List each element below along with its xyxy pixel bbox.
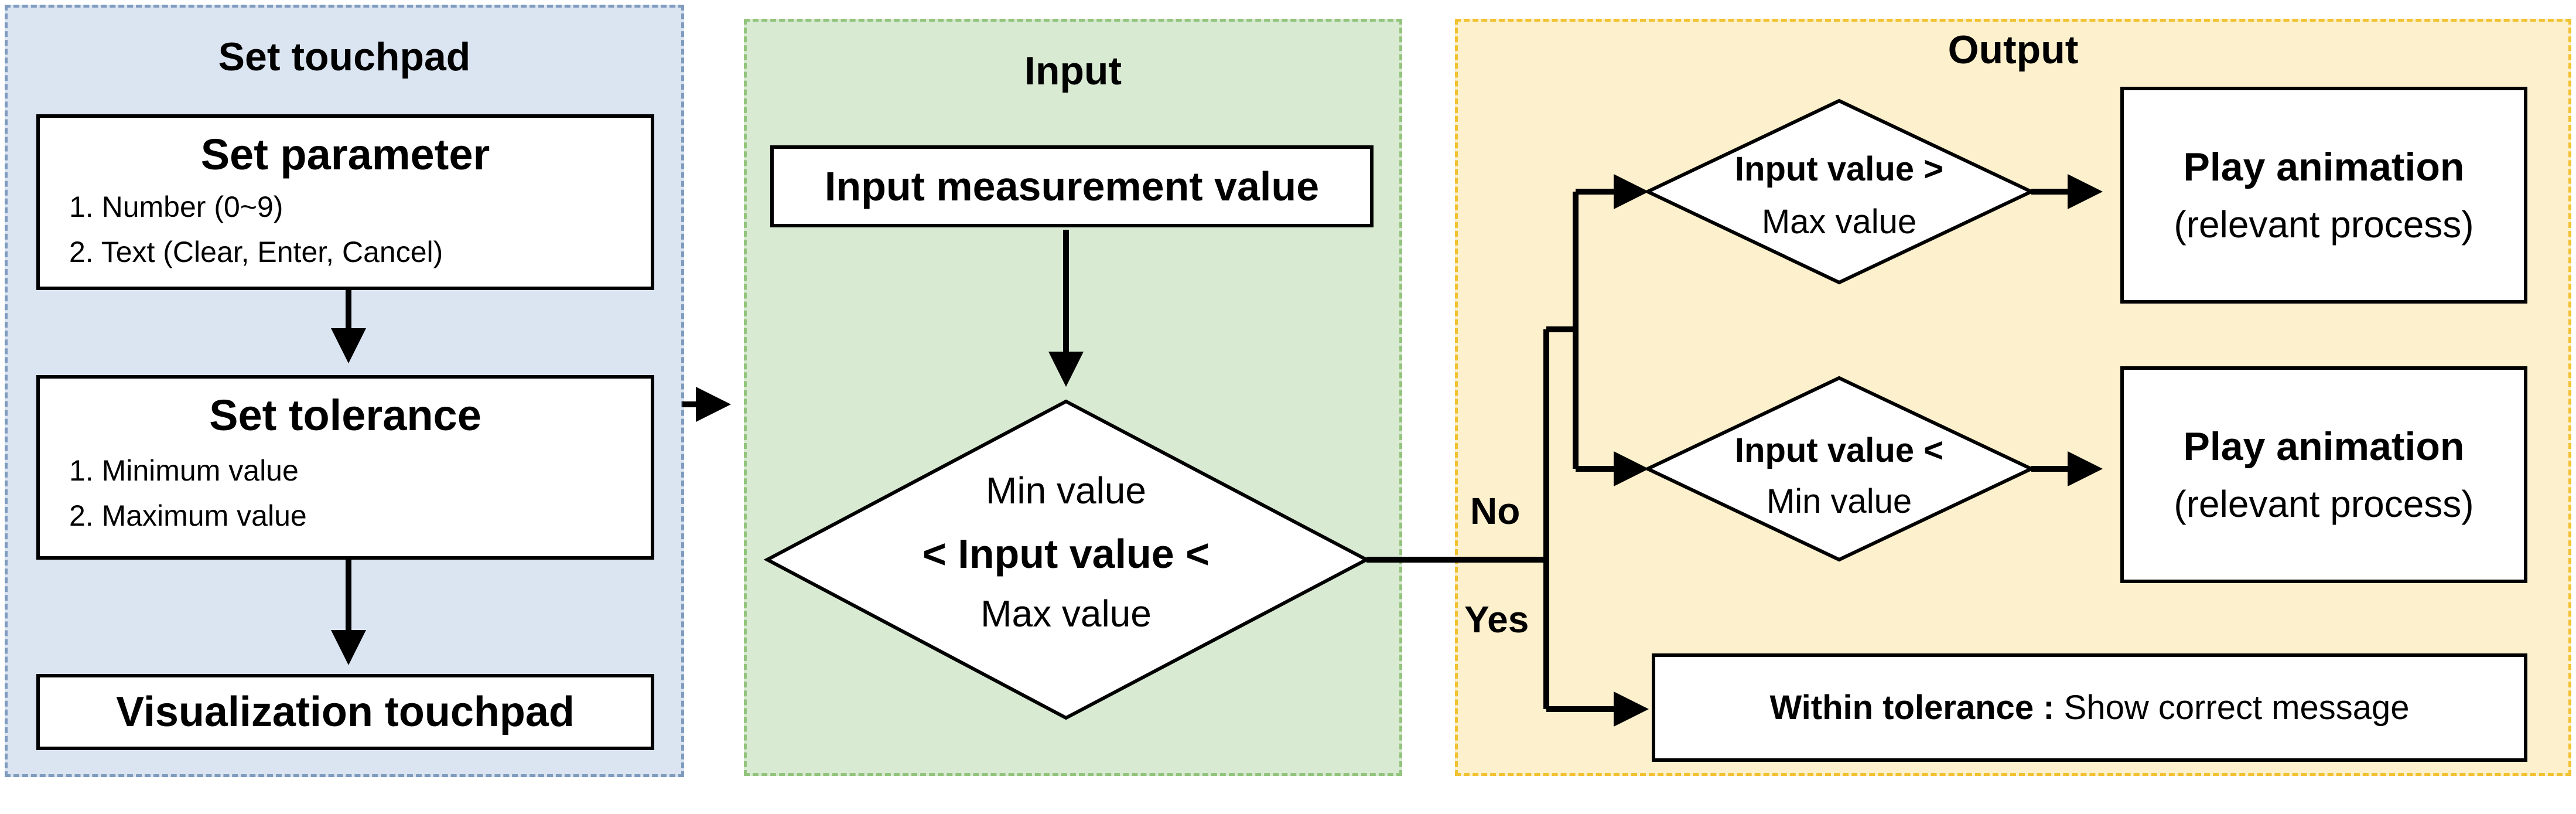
visualization-touchpad-box: Visualization touchpad [36, 674, 654, 750]
parameter-item-2: 2. Text (Clear, Enter, Cancel) [69, 236, 443, 268]
play-animation-box-top: Play animation (relevant process) [2120, 87, 2527, 304]
over-max-line-1: Input value > [1734, 150, 1944, 188]
set-tolerance-title: Set tolerance [209, 391, 481, 440]
set-tolerance-box: Set tolerance 1. Minimum value 2. Maximu… [36, 375, 654, 560]
decision-line-2: < Input value < [922, 531, 1210, 577]
over-max-diamond [1643, 98, 2036, 285]
set-parameter-box: Set parameter 1. Number (0~9) 2. Text (C… [36, 114, 654, 290]
under-min-line-1: Input value < [1734, 431, 1944, 469]
animation-bottom-title: Play animation [2183, 424, 2465, 469]
animation-bottom-subtitle: (relevant process) [2174, 483, 2474, 525]
under-min-line-2: Min value [1766, 482, 1912, 520]
decision-line-1: Min value [986, 469, 1146, 512]
within-separator: : [2034, 689, 2064, 727]
animation-top-subtitle: (relevant process) [2174, 203, 2474, 246]
yes-label: Yes [1464, 598, 1529, 641]
output-title: Output [1948, 28, 2079, 72]
input-title: Input [1024, 49, 1122, 93]
decision-diamond [763, 399, 1371, 720]
input-measurement-box: Input measurement value [770, 145, 1374, 227]
set-parameter-title: Set parameter [200, 130, 490, 179]
tolerance-item-1: 1. Minimum value [69, 454, 299, 487]
within-tolerance-box: Within tolerance : Show correct message [1652, 653, 2527, 762]
show-correct-message: Show correct message [2063, 689, 2410, 727]
animation-top-title: Play animation [2183, 145, 2465, 189]
decision-line-3: Max value [980, 592, 1152, 635]
within-tolerance-label: Within tolerance [1769, 689, 2034, 727]
over-max-line-2: Max value [1761, 203, 1917, 241]
parameter-item-1: 1. Number (0~9) [69, 190, 283, 223]
tolerance-item-2: 2. Maximum value [69, 499, 307, 532]
play-animation-box-bottom: Play animation (relevant process) [2120, 366, 2527, 583]
set-touchpad-title: Set touchpad [218, 35, 471, 79]
under-min-diamond [1643, 376, 2036, 562]
no-label: No [1470, 490, 1521, 532]
